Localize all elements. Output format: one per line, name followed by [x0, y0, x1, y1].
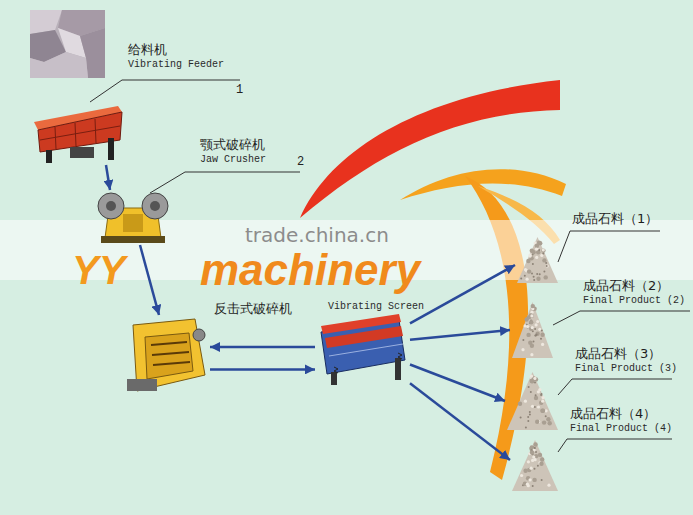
flow-arrow — [106, 165, 110, 190]
vibrating-feeder-picture — [30, 100, 125, 165]
machine-label: Vibrating Screen — [328, 300, 424, 313]
brand-mark: YY — [72, 250, 125, 290]
product-pile: 成品石料（1） — [515, 235, 560, 285]
leader-line — [553, 311, 690, 325]
product-pile: 成品石料（3）Final Product (3) — [505, 370, 560, 432]
machine-label-english: Vibrating Feeder — [128, 58, 224, 71]
product-pile-picture — [515, 235, 560, 285]
leader-line — [558, 439, 672, 452]
callout-number: 2 — [297, 156, 304, 169]
machine-label: 成品石料（4） — [570, 406, 656, 422]
flow-arrow — [410, 383, 510, 460]
rock — [30, 52, 88, 78]
product-pile-picture — [510, 438, 560, 493]
flow-arrow — [410, 265, 515, 323]
brand-watermark: machinery — [200, 248, 420, 292]
vibrating-feeder: 给料机Vibrating Feeder — [30, 100, 125, 165]
leader-line — [150, 172, 300, 193]
jaw-crusher-picture — [95, 190, 170, 245]
machine-label-english: Final Product (2) — [583, 294, 685, 307]
flow-arrow — [410, 330, 510, 340]
jaw-crusher: 颚式破碎机Jaw Crusher — [95, 190, 170, 245]
leader-lines — [90, 80, 690, 452]
leader-line — [90, 80, 240, 102]
rock — [58, 28, 86, 58]
watermark: trade.china.cn — [245, 225, 389, 245]
machine-label-english: Final Product (3) — [575, 362, 677, 375]
product-pile-picture — [510, 300, 555, 360]
vibrating-screen: Vibrating Screen — [315, 312, 410, 387]
callout-number: 1 — [236, 84, 243, 97]
impact-crusher: 反击式破碎机 — [125, 315, 210, 395]
impact-crusher-picture — [125, 315, 210, 395]
machine-label: 成品石料（1） — [572, 211, 658, 227]
rock-photo — [30, 10, 105, 78]
machine-label: 给料机 — [128, 42, 167, 58]
machine-label: 颚式破碎机 — [200, 137, 265, 153]
product-pile-picture — [505, 370, 560, 432]
machine-label-english: Final Product (4) — [570, 422, 672, 435]
flow-arrow — [140, 245, 159, 315]
product-pile: 成品石料（4）Final Product (4) — [510, 438, 560, 493]
rock-photo-ground — [30, 10, 105, 78]
flow-arrow — [210, 368, 315, 371]
machine-label: 反击式破碎机 — [214, 301, 292, 317]
machine-label: 成品石料（3） — [575, 346, 661, 362]
flow-arrow — [210, 346, 315, 349]
rock — [30, 10, 62, 34]
product-pile: 成品石料（2）Final Product (2) — [510, 300, 555, 360]
leader-line — [558, 379, 672, 395]
machine-label-english: Jaw Crusher — [200, 153, 266, 166]
vibrating-screen-picture — [315, 312, 410, 387]
red-swoosh — [300, 80, 560, 218]
machine-label: 成品石料（2） — [583, 278, 669, 294]
leader-line — [558, 231, 660, 262]
